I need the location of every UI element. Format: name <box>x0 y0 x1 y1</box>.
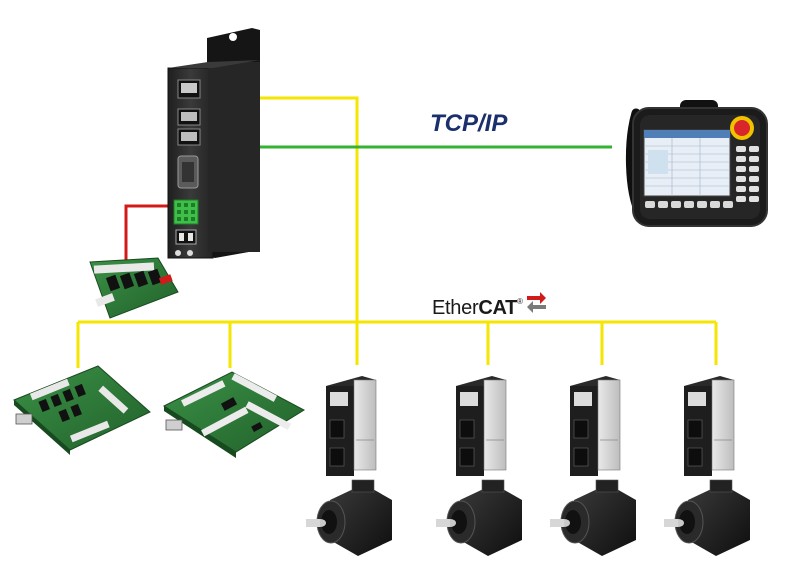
ethercat-logo-arrows-icon <box>527 292 546 313</box>
servo-drive-icon <box>326 376 377 476</box>
servo-motor-icon <box>436 479 522 556</box>
motion-controller-icon <box>167 28 260 259</box>
ethercat-label: EtherCAT® <box>432 297 523 320</box>
servo-drive-icon <box>684 376 735 476</box>
ethercat-label-suffix: CAT <box>478 297 518 319</box>
servo-motor-icon <box>306 479 392 556</box>
relay-board-icon <box>89 257 179 319</box>
io-board-icon <box>162 371 306 458</box>
io-board-icon <box>13 365 151 455</box>
servo-motor-icon <box>550 479 636 556</box>
servo-drive-icon <box>456 376 507 476</box>
servo-drive-icon <box>570 376 621 476</box>
ethercat-registered-mark: ® <box>517 297 523 306</box>
relay-wire <box>124 204 170 262</box>
servo-motor-icon <box>664 479 750 556</box>
tcpip-label: TCP/IP <box>430 110 508 137</box>
teach-pendant-icon <box>625 100 768 227</box>
ethercat-label-prefix: Ether <box>432 297 479 319</box>
